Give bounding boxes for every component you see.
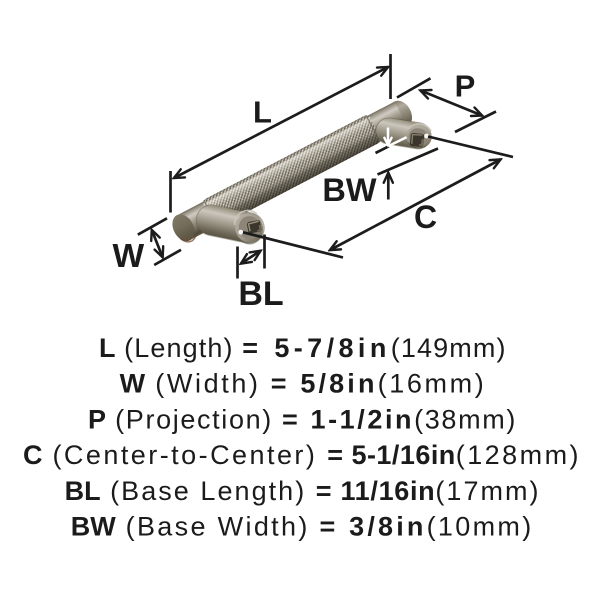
- svg-text:W: W: [112, 238, 144, 275]
- svg-text:BL: BL: [238, 275, 283, 313]
- svg-text:C: C: [414, 199, 437, 235]
- svg-text:P (Projection) = 1-1/2in(38mm): P (Projection) = 1-1/2in(38mm): [88, 404, 517, 434]
- svg-text:L: L: [253, 94, 272, 129]
- svg-text:C (Center-to-Center) = 5-1/16i: C (Center-to-Center) = 5-1/16in(128mm): [23, 440, 581, 470]
- svg-text:BW (Base Width) = 3/8in(10mm): BW (Base Width) = 3/8in(10mm): [71, 512, 534, 542]
- svg-text:W (Width) = 5/8in(16mm): W (Width) = 5/8in(16mm): [120, 369, 487, 399]
- svg-text:BW: BW: [322, 172, 376, 208]
- svg-text:BL (Base Length) = 11/16in(17m: BL (Base Length) = 11/16in(17mm): [65, 476, 541, 506]
- svg-text:L (Length) = 5-7/8in(149mm): L (Length) = 5-7/8in(149mm): [99, 333, 507, 363]
- svg-text:P: P: [455, 69, 476, 104]
